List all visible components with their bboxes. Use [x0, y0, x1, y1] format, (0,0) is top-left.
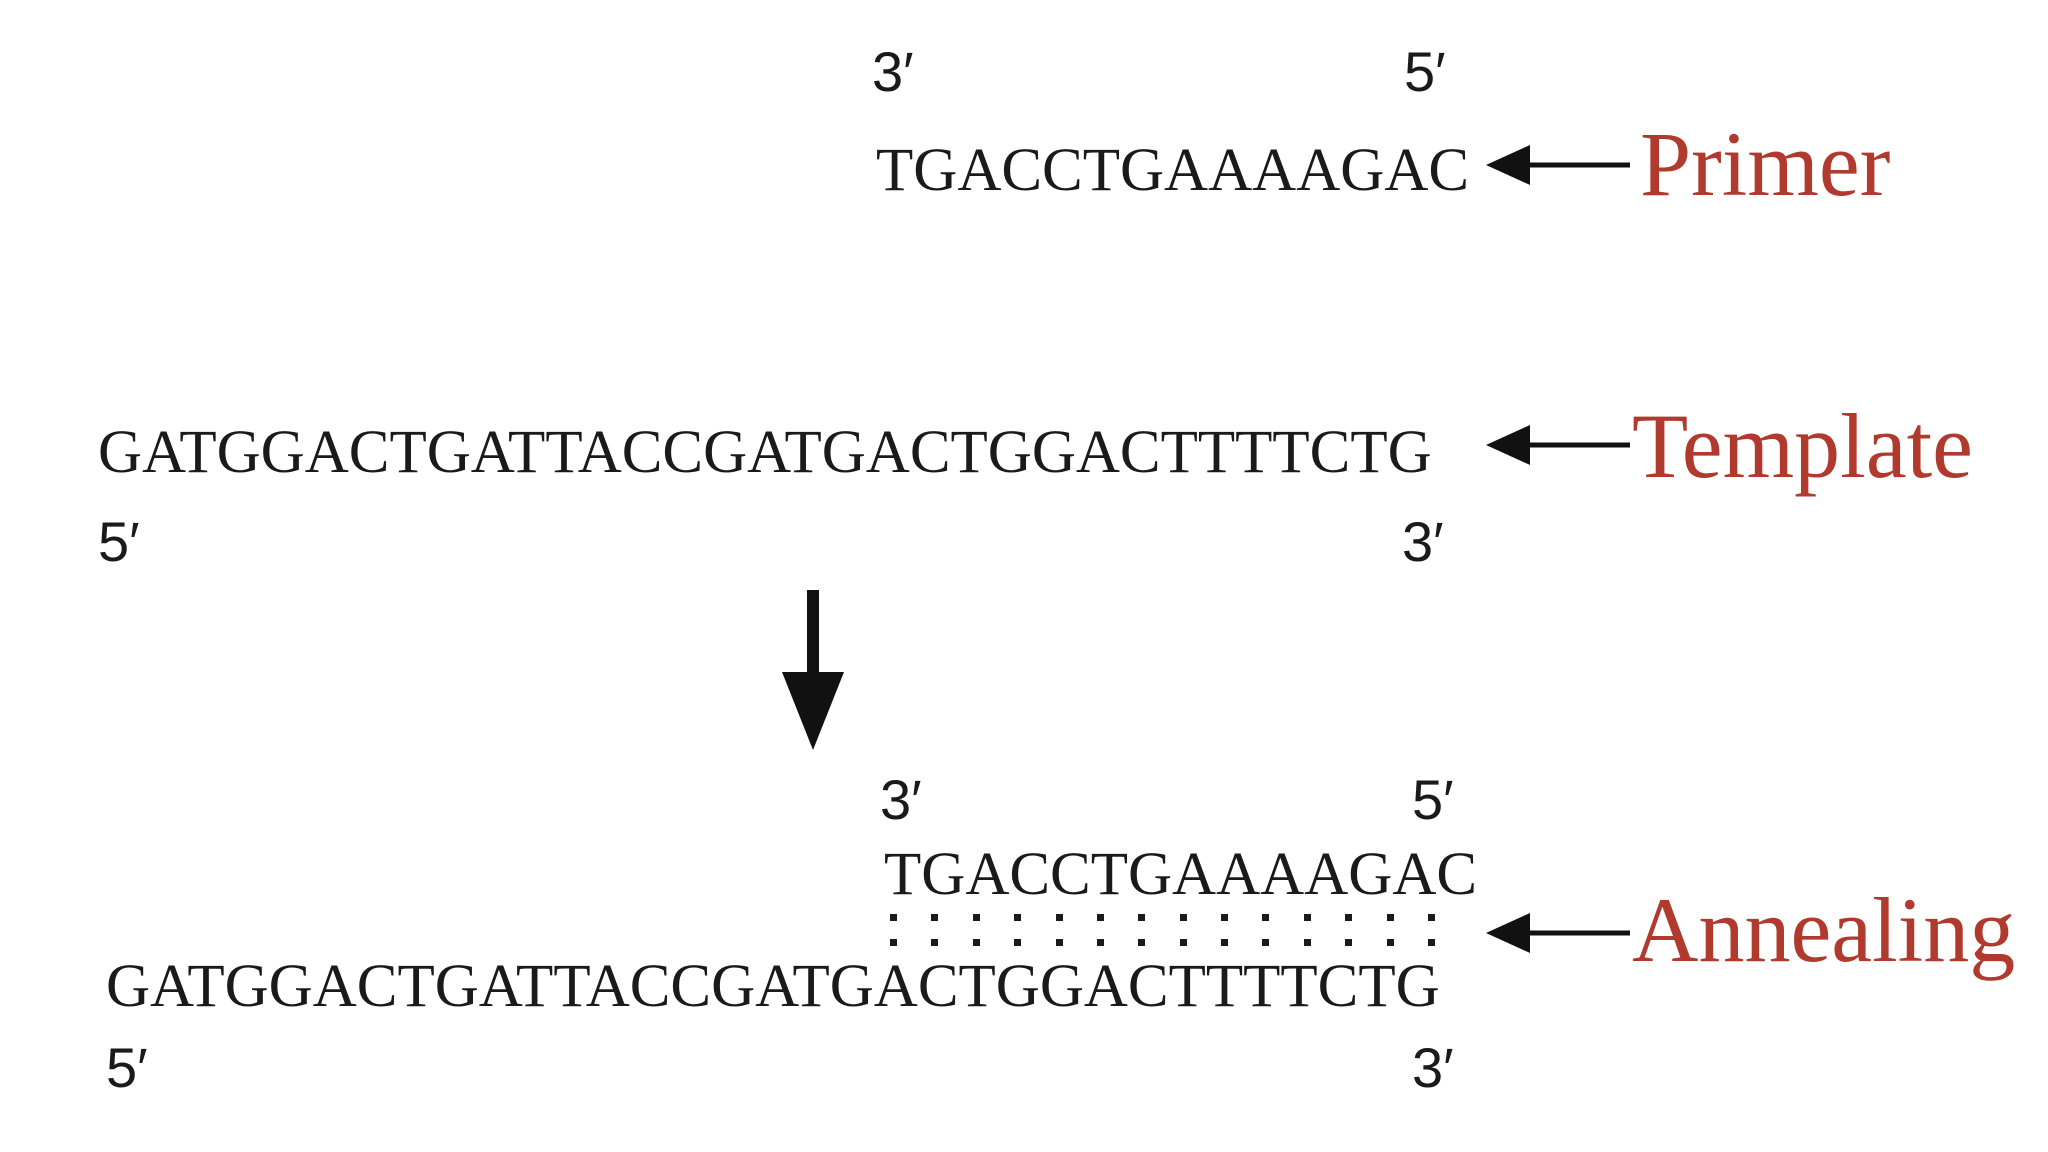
primer-3prime-end: 3′ [872, 40, 914, 103]
template-arrow-icon [1486, 425, 1630, 465]
base-pair-dot [890, 914, 898, 946]
base-pairing-dots [890, 914, 1436, 946]
base-pair-dot [1221, 914, 1229, 946]
base-pair-dot [1427, 914, 1436, 946]
primer-5prime-end: 5′ [1404, 40, 1446, 103]
base-pair-dot [1303, 914, 1312, 946]
primer-arrow-icon [1486, 145, 1630, 185]
base-pair-dot [1345, 914, 1353, 946]
base-pair-dot [1262, 914, 1270, 946]
annealing-arrow-icon [1486, 913, 1630, 953]
base-pair-dot [1096, 914, 1105, 946]
base-pair-dot [1138, 914, 1146, 946]
template-5prime-end: 5′ [98, 510, 140, 573]
annealed-template-sequence: GATGGACTGATTACCGATGACTGGACTTTTCTG [106, 953, 1440, 1020]
base-pair-dot [1014, 914, 1022, 946]
annealed-primer-3prime-end: 3′ [880, 768, 922, 831]
down-arrow-icon [782, 590, 844, 750]
template-sequence: GATGGACTGATTACCGATGACTGGACTTTTCTG [98, 419, 1432, 486]
annealed-template-3prime-end: 3′ [1412, 1036, 1454, 1099]
annealed-primer-sequence: TGACCTGAAAAGAC [884, 841, 1478, 908]
base-pair-dot [972, 914, 981, 946]
annealing-label: Annealing [1632, 879, 2016, 981]
base-pair-dot [1386, 914, 1395, 946]
base-pair-dot [931, 914, 939, 946]
primer-sequence: TGACCTGAAAAGAC [876, 137, 1470, 204]
base-pair-dot [1055, 914, 1064, 946]
annealed-primer-5prime-end: 5′ [1412, 768, 1454, 831]
template-3prime-end: 3′ [1402, 510, 1444, 573]
primer-label: Primer [1640, 113, 1891, 215]
base-pair-dot [1179, 914, 1188, 946]
template-label: Template [1632, 395, 1973, 497]
annealed-template-5prime-end: 5′ [106, 1036, 148, 1099]
